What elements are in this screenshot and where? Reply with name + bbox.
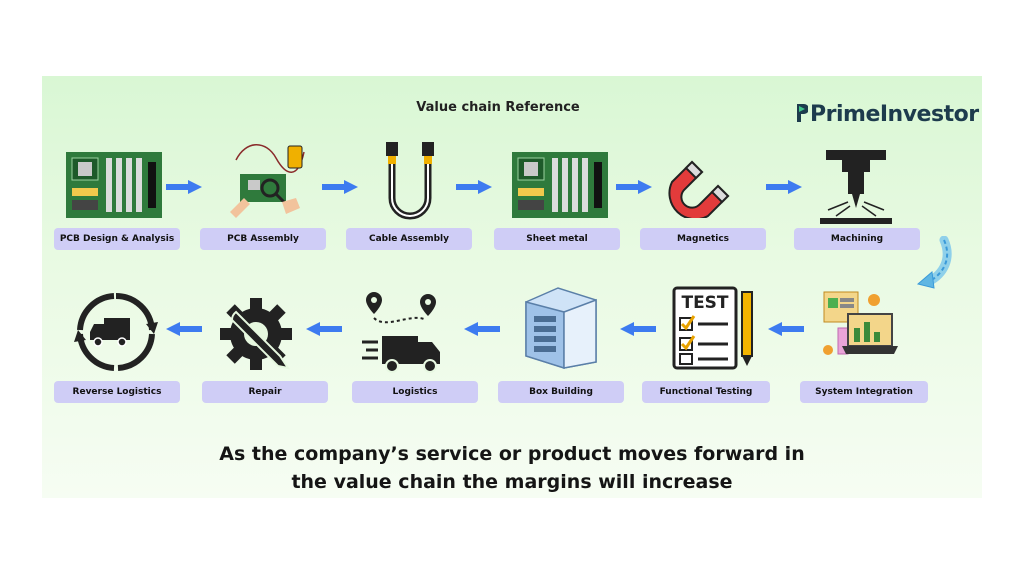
arrow-left-icon — [306, 322, 342, 336]
step-label-repair: Repair — [202, 381, 328, 403]
footer-caption: As the company’s service or product move… — [200, 440, 824, 496]
step-label-system-integration: System Integration — [800, 381, 928, 403]
step-label-functional-testing: Functional Testing — [642, 381, 770, 403]
curved-arrow-down-icon — [916, 236, 952, 289]
arrow-left-icon — [166, 322, 202, 336]
drill-icon — [820, 150, 892, 224]
footer-line-2: the value chain the margins will increas… — [291, 471, 733, 493]
step-label-sheet-metal: Sheet metal — [494, 228, 620, 250]
circuit-board-icon — [512, 152, 608, 218]
arrow-left-icon — [768, 322, 804, 336]
arrow-right-icon — [616, 180, 652, 194]
arrow-right-icon — [456, 180, 492, 194]
reverse-truck-icon — [74, 292, 158, 371]
pcb-assembly-icon — [230, 144, 305, 218]
cable-icon — [386, 142, 434, 220]
circuit-board-icon — [66, 152, 162, 218]
arrow-left-icon — [464, 322, 500, 336]
step-label-logistics: Logistics — [352, 381, 478, 403]
system-laptop-icon — [823, 291, 898, 355]
step-label-box-building: Box Building — [498, 381, 624, 403]
arrow-right-icon — [322, 180, 358, 194]
diagram-panel — [42, 76, 982, 498]
magnet-icon — [668, 160, 730, 218]
step-label-pcb-assembly: PCB Assembly — [200, 228, 326, 250]
brand-name: PrimeInvestor — [810, 102, 979, 127]
step-label-magnetics: Magnetics — [640, 228, 766, 250]
server-box-icon — [525, 287, 597, 370]
step-label-reverse-logistics: Reverse Logistics — [54, 381, 180, 403]
brand-mark-icon — [797, 104, 808, 122]
step-label-machining: Machining — [794, 228, 920, 250]
diagram-title: Value chain Reference — [416, 100, 580, 115]
arrow-right-icon — [166, 180, 202, 194]
brand-logo: PrimeInvestor — [796, 102, 979, 127]
gear-wrench-icon — [220, 298, 292, 370]
delivery-truck-icon — [362, 292, 440, 373]
test-clipboard-icon: TEST — [672, 286, 753, 370]
step-label-cable-assembly: Cable Assembly — [346, 228, 472, 250]
arrow-right-icon — [766, 180, 802, 194]
arrow-left-icon — [620, 322, 656, 336]
footer-line-1: As the company’s service or product move… — [219, 443, 805, 465]
step-label-pcb-design: PCB Design & Analysis — [54, 228, 180, 250]
test-badge-text: TEST — [681, 293, 728, 313]
